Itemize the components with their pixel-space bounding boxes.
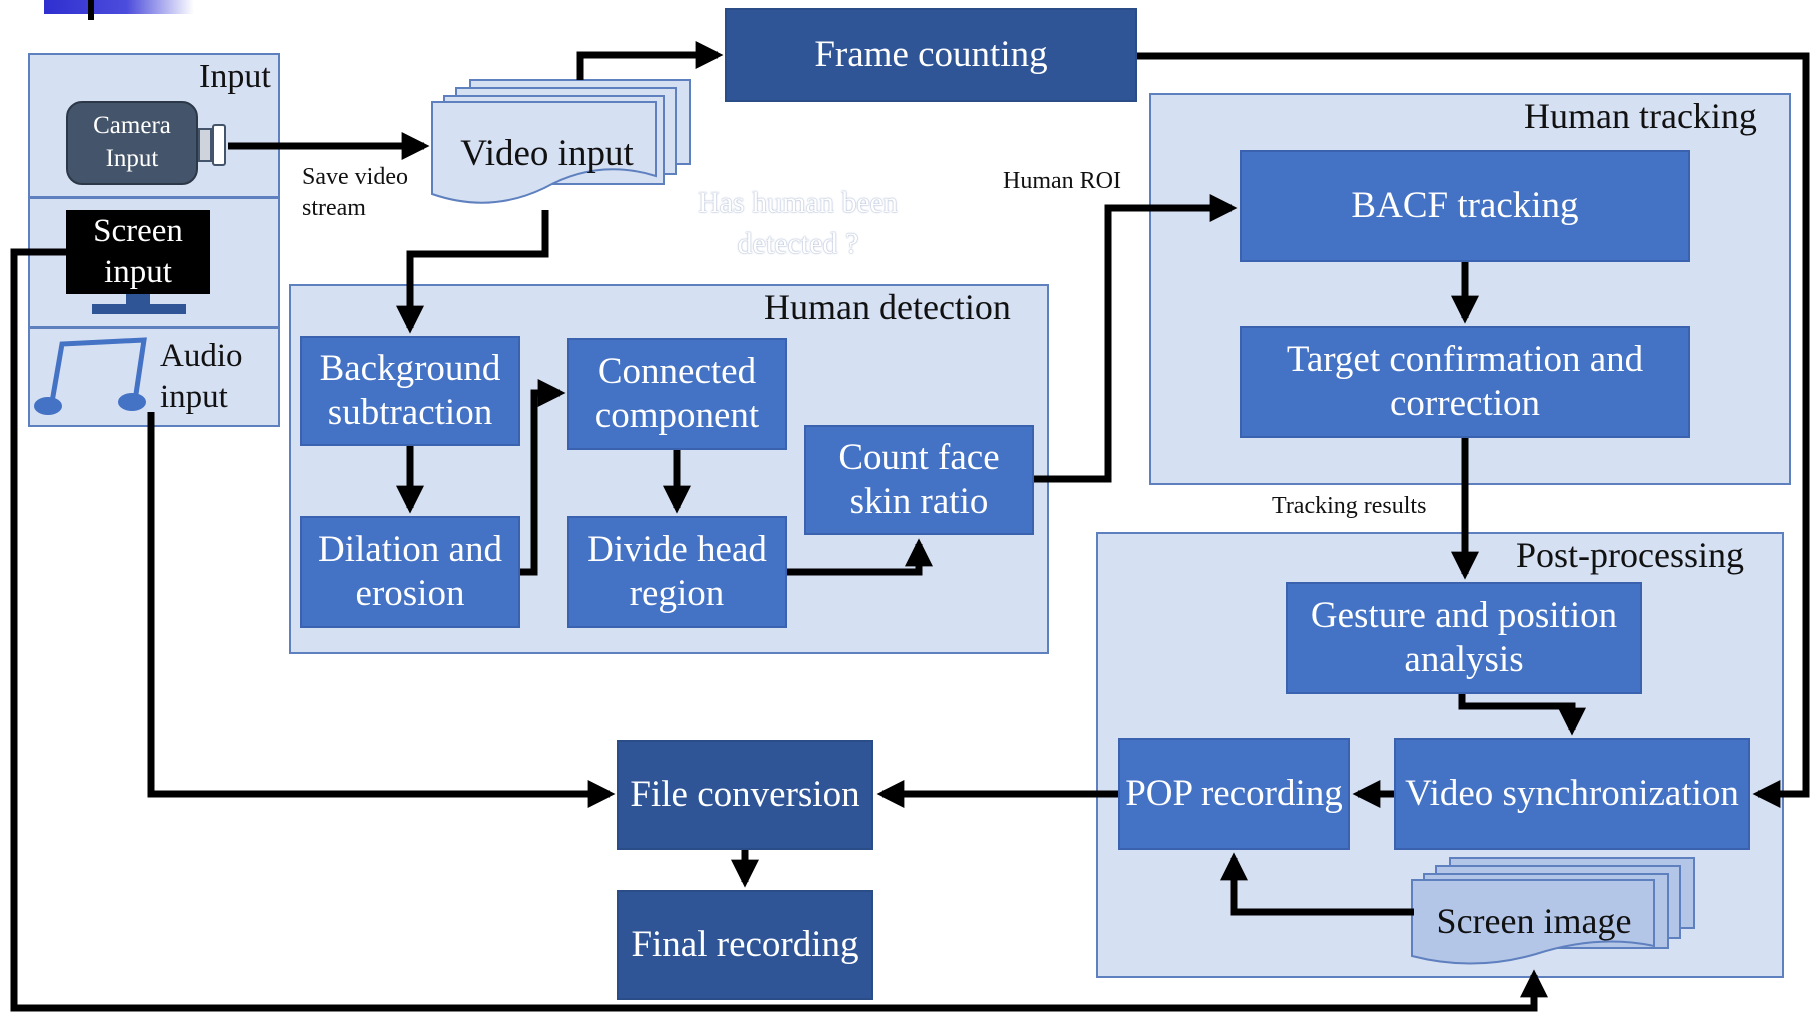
arrow-video-to-frame-counting xyxy=(576,41,724,80)
pop-recording-box: POP recording xyxy=(1118,738,1350,850)
save-video-stream-label: Save video stream xyxy=(302,164,408,222)
tracking-results-label: Tracking results xyxy=(1272,493,1427,519)
target-confirmation-box: Target confirmation and correction xyxy=(1240,326,1690,438)
camera-input-label: Camera Input xyxy=(93,112,171,172)
human-roi-label: Human ROI xyxy=(1003,168,1121,194)
camera-lens-icon xyxy=(198,128,212,162)
human-detection-title: Human detection xyxy=(764,287,1011,327)
arrow-divide-to-count xyxy=(787,538,933,576)
arrow-video-to-background xyxy=(396,210,549,334)
corner-decoration-tick xyxy=(88,0,94,20)
camera-icon xyxy=(66,101,198,185)
video-input-document-stack xyxy=(431,79,691,204)
monitor-icon xyxy=(66,210,210,294)
monitor-stand-icon xyxy=(126,294,150,304)
connected-component-box: Connected component xyxy=(567,338,787,450)
frame-counting-box: Frame counting xyxy=(725,8,1137,102)
arrow-gesture-to-video-sync xyxy=(1458,694,1586,736)
file-conversion-box: File conversion xyxy=(617,740,873,850)
gesture-position-analysis-box: Gesture and position analysis xyxy=(1286,582,1642,694)
arrow-screen-image-to-pop xyxy=(1220,852,1414,916)
count-face-skin-ratio-box: Count face skin ratio xyxy=(804,425,1034,535)
arrow-screen-to-screen-image xyxy=(10,248,1548,1012)
video-input-label: Video input xyxy=(460,133,634,174)
screen-image-document-stack xyxy=(1411,857,1695,965)
audio-input-label: Audio input xyxy=(160,338,243,416)
arrow-dilation-to-connected xyxy=(520,379,566,576)
video-synchronization-box: Video synchronization xyxy=(1394,738,1750,850)
divide-head-region-box: Divide head region xyxy=(567,516,787,628)
input-divider-2 xyxy=(28,326,280,329)
input-divider-1 xyxy=(28,196,280,199)
final-recording-box: Final recording xyxy=(617,890,873,1000)
camera-lens-tip-icon xyxy=(212,124,226,166)
monitor-base-icon xyxy=(92,304,186,314)
screen-input-label: Screen input xyxy=(93,213,183,291)
screen-image-label: Screen image xyxy=(1436,901,1632,941)
dilation-erosion-box: Dilation and erosion xyxy=(300,516,520,628)
human-tracking-title: Human tracking xyxy=(1524,96,1757,136)
bacf-tracking-box: BACF tracking xyxy=(1240,150,1690,262)
music-note-icon xyxy=(34,337,147,415)
corner-decoration xyxy=(44,0,194,14)
has-human-detected-label: Has human been detected ? xyxy=(698,186,898,260)
background-subtraction-box: Background subtraction xyxy=(300,336,520,446)
arrow-frame-counting-to-video-sync xyxy=(1137,52,1810,808)
arrow-audio-to-file-conversion xyxy=(147,412,616,808)
post-processing-title: Post-processing xyxy=(1516,535,1744,575)
input-panel-title: Input xyxy=(199,58,271,95)
arrow-count-to-bacf xyxy=(1034,194,1238,483)
